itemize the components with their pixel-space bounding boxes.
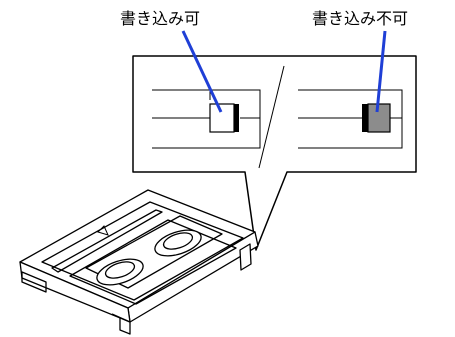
writable-label: 書き込み可: [120, 9, 201, 28]
writable-tab: [209, 103, 235, 133]
panel-separator: [258, 65, 285, 169]
callout-frame: [132, 55, 417, 251]
write-protected-label: 書き込み不可: [312, 9, 409, 28]
writable-switch-panel: [152, 89, 261, 149]
data-tape-cartridge-icon: [19, 189, 259, 335]
write-protected-tab: [367, 103, 391, 133]
write-protected-pointer-line: [375, 30, 387, 113]
triangle-up-icon: [97, 225, 109, 236]
write-protected-switch-panel: [298, 89, 403, 149]
writable-pointer-line: [181, 30, 223, 113]
